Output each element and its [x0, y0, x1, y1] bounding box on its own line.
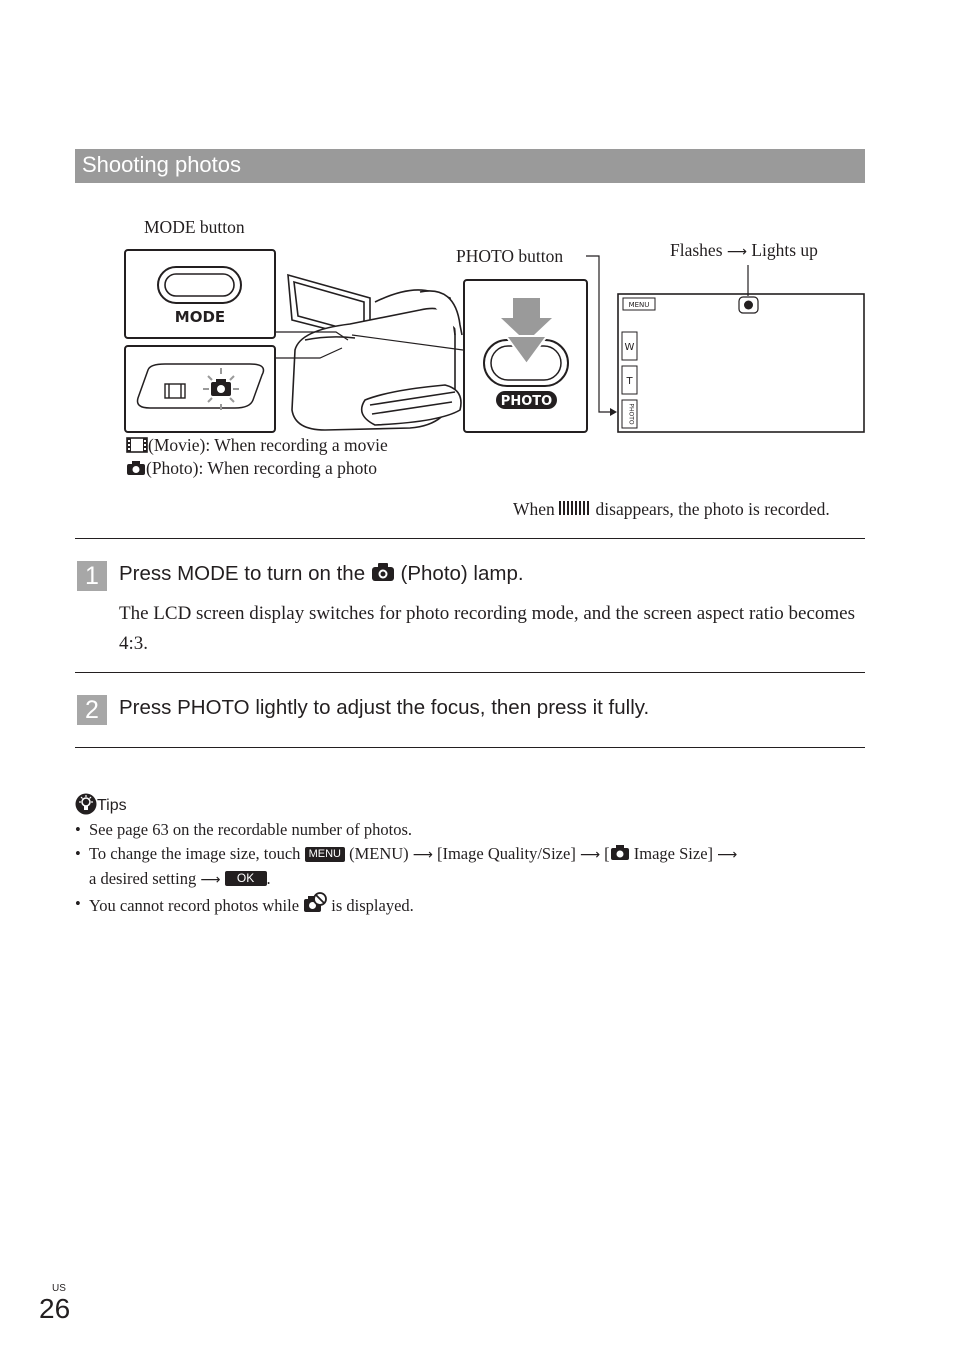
recording-bars-icon — [559, 501, 590, 515]
photo-caption: (Photo): When recording a photo — [126, 458, 377, 479]
photo-button-label: PHOTO button — [456, 246, 564, 266]
tip-2-setting-text: a desired setting — [89, 869, 197, 888]
tip-2-size-text: Image Size] — [633, 844, 714, 863]
arrow-right-icon: ⟶ — [717, 847, 738, 863]
tips-heading-text: Tips — [97, 797, 127, 814]
movie-icon — [126, 437, 148, 453]
tips-list: See page 63 on the recordable number of … — [75, 818, 855, 918]
movie-caption-text: (Movie): When recording a movie — [148, 435, 388, 455]
photo-caption-text: (Photo): When recording a photo — [146, 458, 378, 478]
camera-icon — [127, 461, 145, 475]
divider — [75, 538, 865, 539]
tip-2-text: To change the image size, touch — [89, 844, 301, 863]
when-disappears-note: When disappears, the photo is recorded. — [513, 499, 830, 520]
movie-icon — [164, 383, 186, 399]
section-heading-bar: Shooting photos — [75, 149, 865, 183]
camera-illustration: MODE PHOTO MENU W T PHOTO — [124, 249, 865, 433]
tip-3-text: You cannot record photos while — [89, 896, 300, 915]
when-suffix: disappears, the photo is recorded. — [595, 499, 830, 519]
step-1-body: The LCD screen display switches for phot… — [119, 603, 855, 654]
tip-2-menu-text: (MENU) — [349, 844, 409, 863]
lcd-zoom-w: W — [625, 342, 635, 353]
mode-button-text: MODE — [175, 308, 225, 326]
tips-heading: Tips — [75, 793, 127, 815]
region-code: US — [52, 1283, 66, 1294]
step-1-title: Press MODE to turn on the (Photo) lamp. — [119, 562, 524, 586]
camera-icon — [610, 845, 629, 860]
menu-chip-icon: MENU — [304, 847, 345, 862]
camera-icon — [371, 563, 394, 581]
arrow-right-icon: ⟶ — [412, 847, 433, 863]
no-photo-icon — [304, 892, 328, 912]
step-2-number: 2 — [77, 695, 107, 725]
lcd-photo-button: PHOTO — [628, 403, 635, 425]
step-2-title: Press PHOTO lightly to adjust the focus,… — [119, 696, 650, 719]
lcd-menu-button: MENU — [629, 301, 650, 309]
ok-chip-icon: OK — [224, 871, 267, 886]
tip-item-3: You cannot record photos while is displa… — [75, 892, 855, 918]
arrow-right-icon: ⟶ — [726, 244, 747, 260]
tip-2-bracket: [ — [604, 844, 610, 863]
lights-up-text: Lights up — [751, 240, 818, 260]
camcorder-icon — [287, 273, 463, 431]
tip-item-1: See page 63 on the recordable number of … — [75, 818, 855, 842]
mode-button-label: MODE button — [144, 217, 245, 237]
divider — [75, 672, 865, 673]
tip-item-2: To change the image size, touch MENU (ME… — [75, 842, 855, 892]
tip-2-period: . — [266, 869, 271, 888]
camera-lamp-icon — [203, 368, 239, 410]
lightbulb-icon — [75, 793, 97, 815]
tip-3-suffix: is displayed. — [331, 896, 414, 915]
section-title: Shooting photos — [82, 152, 242, 177]
flashes-lights-up-label: Flashes ⟶ Lights up — [670, 240, 818, 261]
flashes-text: Flashes — [670, 240, 723, 260]
arrow-right-icon: ⟶ — [579, 847, 601, 863]
tip-2-quality-text: [Image Quality/Size] — [436, 844, 576, 863]
photo-button-text: PHOTO — [501, 394, 552, 409]
when-prefix: When — [513, 499, 555, 519]
divider — [75, 747, 865, 748]
page-number: 26 — [39, 1293, 71, 1324]
step-1-title-suffix: (Photo) lamp. — [400, 562, 524, 585]
step-1-title-prefix: Press MODE to turn on the — [119, 562, 366, 585]
step-1-number: 1 — [77, 561, 107, 591]
lcd-zoom-t: T — [625, 376, 633, 387]
arrow-right-icon: ⟶ — [200, 872, 221, 888]
movie-caption: (Movie): When recording a movie — [126, 435, 388, 456]
